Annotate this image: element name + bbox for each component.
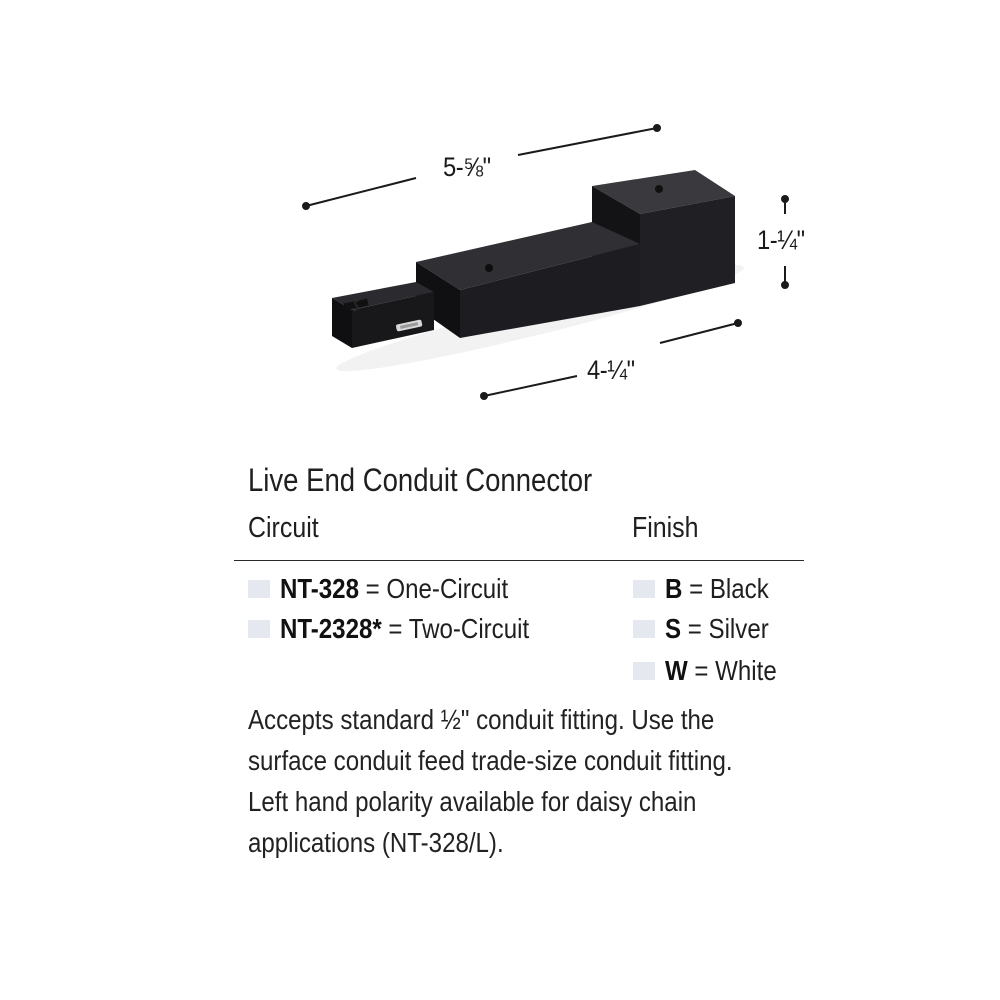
length-dimension-line: [302, 124, 661, 210]
option-list: NT-328 = One-Circuit NT-2328* = Two-Circ…: [248, 561, 828, 691]
circuit-header: Circuit: [248, 512, 319, 544]
description-line: surface conduit feed trade-size conduit …: [248, 745, 733, 776]
option-desc: = Black: [689, 573, 769, 604]
option-desc: = White: [694, 655, 777, 686]
option-headers: Circuit Finish: [234, 508, 804, 561]
product-description: Accepts standard ½" conduit fitting. Use…: [248, 699, 828, 863]
option-desc: = Two-Circuit: [388, 613, 530, 644]
description-line: applications (NT-328/L).: [248, 827, 504, 858]
finish-header: Finish: [632, 512, 699, 544]
finish-option-white: W = White: [633, 651, 795, 691]
description-line: Left hand polarity available for daisy c…: [248, 786, 697, 817]
option-checkbox: [248, 620, 270, 638]
circuit-option-one: NT-328 = One-Circuit: [248, 569, 545, 609]
option-text: NT-2328* = Two-Circuit: [280, 613, 529, 645]
option-checkbox: [633, 662, 655, 680]
option-checkbox: [633, 580, 655, 598]
product-title: Live End Conduit Connector: [248, 458, 828, 502]
height-dimension-line: [781, 195, 789, 289]
option-text: W = White: [665, 655, 777, 687]
dimension-height-label: 1-¼": [757, 225, 805, 255]
connector-illustration: [302, 124, 789, 400]
option-checkbox: [248, 580, 270, 598]
option-code: NT-328: [280, 573, 359, 604]
dimension-length-label: 5-⅝": [443, 152, 491, 182]
conduit-connector-product: [332, 170, 744, 372]
finish-option-black: B = Black: [633, 569, 786, 609]
option-text: B = Black: [665, 573, 769, 605]
option-text: S = Silver: [665, 613, 769, 645]
option-checkbox: [633, 620, 655, 638]
finish-option-silver: S = Silver: [633, 609, 786, 649]
option-code: NT-2328*: [280, 613, 382, 644]
product-title-text: Live End Conduit Connector: [248, 462, 593, 498]
option-code: S: [665, 613, 682, 644]
spec-block: Live End Conduit Connector Circuit Finis…: [234, 458, 828, 863]
option-desc: = One-Circuit: [365, 573, 509, 604]
width-dimension-line: [480, 319, 742, 400]
circuit-option-two: NT-2328* = Two-Circuit: [248, 609, 570, 649]
product-figure: 5-⅝" 1-¼" 4-¼": [0, 0, 1000, 440]
option-code: B: [665, 573, 683, 604]
option-text: NT-328 = One-Circuit: [280, 573, 508, 605]
option-code: W: [665, 655, 688, 686]
description-line: Accepts standard ½" conduit fitting. Use…: [248, 704, 715, 735]
dimension-width-label: 4-¼": [587, 355, 635, 385]
option-desc: = Silver: [687, 613, 769, 644]
